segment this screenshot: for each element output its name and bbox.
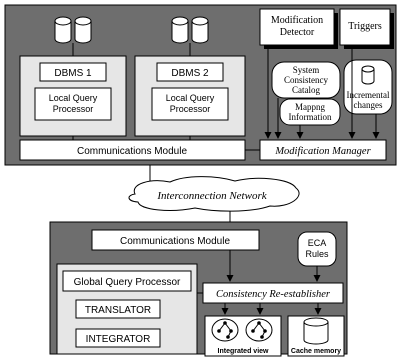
dbms2-processor-line2: Processor: [170, 104, 211, 114]
incremental-line1: Incremental: [347, 90, 390, 100]
top-communications-module-label: Communications Module: [77, 146, 187, 157]
system-consistency-catalog: System Consistency Catalog: [271, 61, 341, 99]
cache-memory: Cache memory: [287, 315, 345, 357]
modification-manager-label: Modification Manager: [274, 146, 371, 157]
dbms2-processor-line1: Local Query: [166, 93, 215, 103]
dbms1-processor-line1: Local Query: [49, 93, 98, 103]
eca-line2: Rules: [305, 249, 329, 259]
bottom-communications-module-label: Communications Module: [120, 236, 230, 247]
eca-rules: ECA Rules: [297, 231, 337, 267]
mapping-line2: Information: [289, 112, 332, 122]
integrator-label: INTEGRATOR: [86, 334, 151, 345]
dbms1-database-icon: [54, 16, 92, 44]
translator-label: TRANSLATOR: [85, 305, 151, 316]
cache-memory-label: Cache memory: [291, 348, 341, 355]
modification-detector-line1: Modification: [271, 15, 323, 26]
incremental-database-icon: [361, 65, 375, 85]
dbms2-block: DBMS 2 Local Query Processor: [134, 16, 246, 137]
bottom-communications-module: [91, 229, 260, 251]
mapping-information: Mappng Information: [279, 98, 341, 126]
mapping-line1: Mappng: [295, 102, 325, 112]
dbms1-label: DBMS 1: [54, 68, 92, 79]
catalog-line1: System: [293, 65, 320, 75]
catalog-line3: Catalog: [292, 85, 320, 95]
consistency-reestablisher-label: Consistency Re-establisher: [216, 289, 331, 300]
cache-database-icon: [303, 317, 329, 345]
modification-detector: Modification Detector: [259, 8, 338, 49]
network-label: Interconnection Network: [156, 190, 267, 202]
dbms2-database-icon: [171, 16, 209, 44]
translator-box: [75, 299, 161, 319]
eca-line1: ECA: [308, 238, 327, 248]
integrated-view-tree-icon: [211, 318, 273, 342]
modification-detector-line2: Detector: [280, 27, 315, 38]
integrated-view-label: Integrated view: [218, 348, 270, 355]
incremental-changes: Incremental changes: [343, 59, 393, 115]
triggers-label: Triggers: [348, 21, 382, 32]
interconnection-network-cloud: Interconnection Network: [128, 176, 300, 212]
catalog-line2: Consistency: [284, 75, 328, 85]
incremental-line2: changes: [354, 100, 383, 110]
integrated-view: Integrated view: [204, 315, 282, 357]
dbms1-processor-line2: Processor: [53, 104, 94, 114]
integrator-box: [75, 328, 161, 348]
global-query-processor-label: Global Query Processor: [74, 277, 181, 288]
dbms2-label: DBMS 2: [171, 68, 209, 79]
dbms1-block: DBMS 1 Local Query Processor: [19, 16, 127, 137]
triggers-box: Triggers: [339, 8, 394, 49]
